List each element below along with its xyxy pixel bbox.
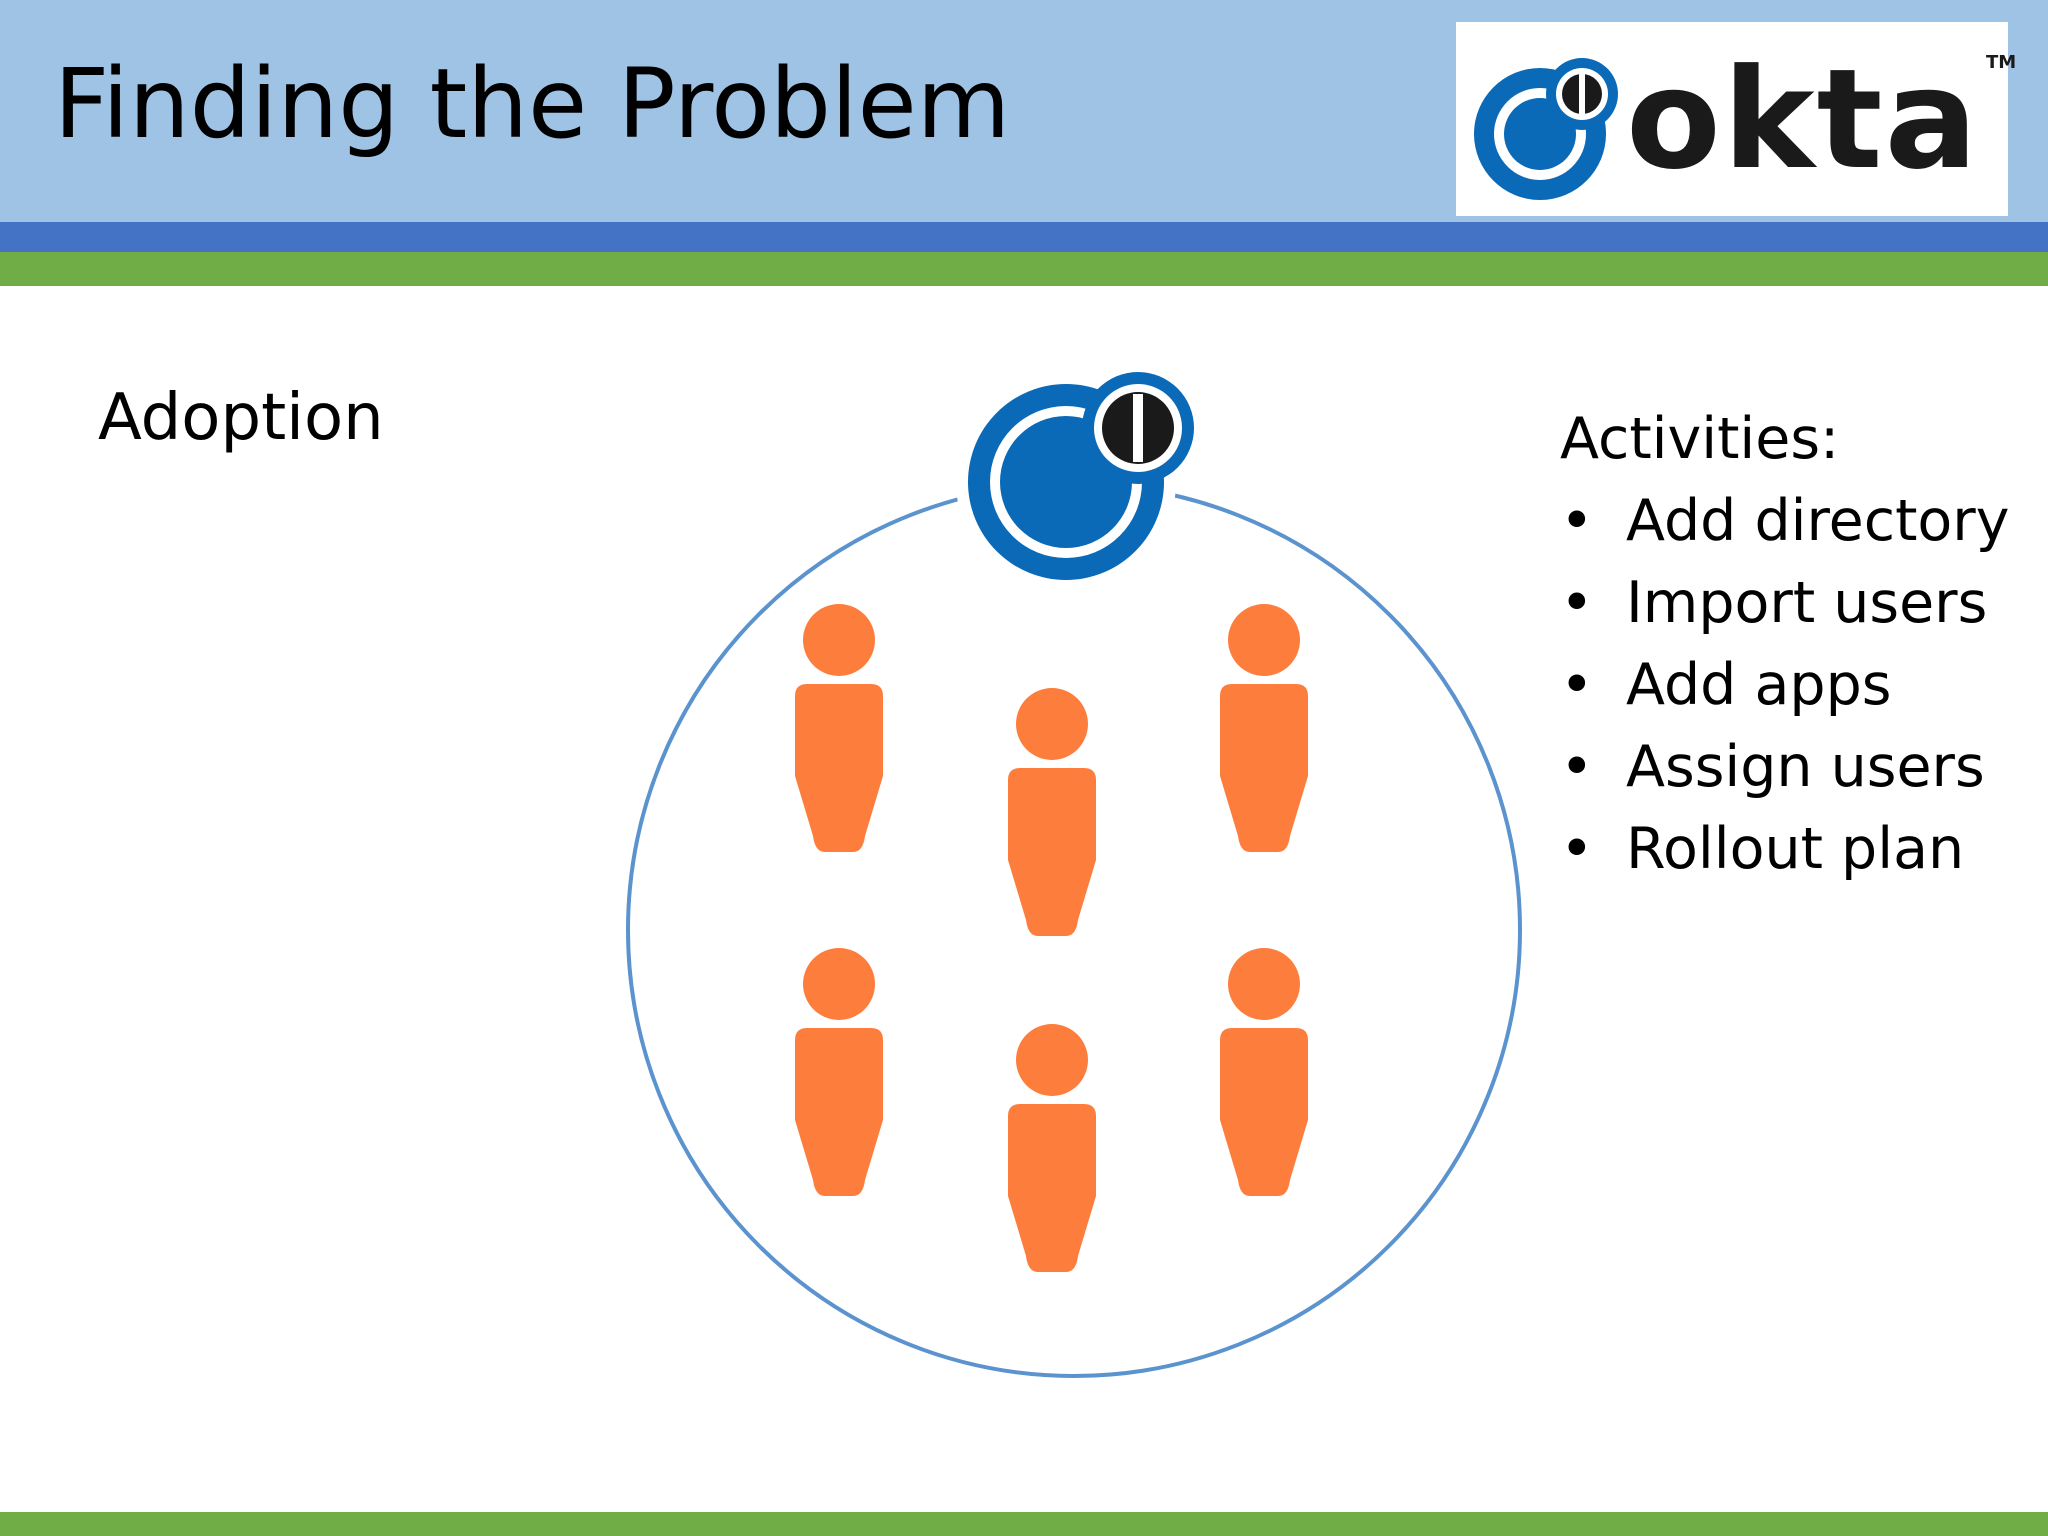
- footer-band: [0, 1512, 2048, 1536]
- bullet: •: [1560, 734, 1594, 800]
- header-divider-blue: [0, 222, 2048, 252]
- list-item-text: Add directory: [1626, 488, 2010, 554]
- slide-title: Finding the Problem: [54, 48, 1011, 160]
- list-item: • Import users: [1560, 562, 2030, 644]
- bullet: •: [1560, 488, 1594, 554]
- trademark-mark: TM: [1986, 52, 2017, 73]
- person-icon: [1008, 688, 1096, 936]
- bullet: •: [1560, 652, 1594, 718]
- logo-wordmark: okta: [1626, 39, 1980, 200]
- adoption-diagram: [626, 372, 1522, 1378]
- okta-ring-icon: [956, 372, 1194, 592]
- list-item-text: Add apps: [1626, 652, 1892, 718]
- list-item-text: Assign users: [1626, 734, 1985, 800]
- list-item: • Add directory: [1560, 480, 2030, 562]
- list-item-text: Import users: [1626, 570, 1988, 636]
- person-icon: [1220, 604, 1308, 852]
- okta-logo: okta TM: [1456, 22, 2016, 216]
- bullet: •: [1560, 570, 1594, 636]
- person-icon: [795, 604, 883, 852]
- activities-list: • Add directory • Import users • Add apps •…: [1560, 480, 2030, 890]
- person-icon: [795, 948, 883, 1196]
- list-item: • Assign users: [1560, 726, 2030, 808]
- person-icon: [1008, 1024, 1096, 1272]
- okta-ring-icon: [1474, 58, 1618, 200]
- person-icon: [1220, 948, 1308, 1196]
- list-item: • Rollout plan: [1560, 808, 2030, 890]
- header-divider-green: [0, 252, 2048, 286]
- section-label: Adoption: [98, 381, 384, 455]
- activities-heading: Activities:: [1560, 406, 1840, 472]
- list-item-text: Rollout plan: [1626, 816, 1965, 882]
- activities-panel: Activities: • Add directory • Import users…: [1560, 398, 2030, 890]
- bullet: •: [1560, 816, 1594, 882]
- list-item: • Add apps: [1560, 644, 2030, 726]
